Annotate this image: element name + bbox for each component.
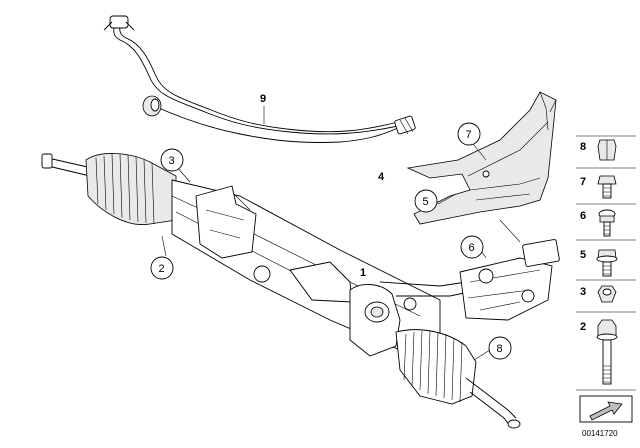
- svg-text:1: 1: [360, 267, 366, 279]
- fastener-sidebar: 8 7 6 5: [576, 135, 636, 438]
- hose-line-assembly[interactable]: [103, 15, 416, 143]
- reference-number: 00141720: [582, 429, 618, 438]
- svg-text:7: 7: [466, 129, 472, 141]
- heat-shield[interactable]: [406, 91, 557, 225]
- sidebar-item-8[interactable]: 8: [580, 139, 617, 161]
- sidebar-item-7[interactable]: 7: [580, 175, 617, 199]
- hex-bolt-icon: [597, 175, 617, 199]
- svg-text:7: 7: [580, 176, 586, 188]
- hex-nut-icon: [597, 285, 617, 303]
- cap-nut-icon: [597, 139, 617, 161]
- callout-4[interactable]: 4: [378, 171, 385, 183]
- callout-2[interactable]: 2: [150, 256, 174, 280]
- svg-text:8: 8: [580, 141, 586, 153]
- callout-3[interactable]: 3: [160, 148, 184, 172]
- svg-text:5: 5: [580, 249, 586, 261]
- collar-bolt-icon: [598, 209, 616, 237]
- svg-text:3: 3: [169, 155, 175, 167]
- svg-text:6: 6: [469, 242, 475, 254]
- sidebar-item-3[interactable]: 3: [580, 285, 617, 303]
- svg-text:6: 6: [580, 210, 586, 222]
- svg-text:2: 2: [580, 321, 586, 333]
- callout-7[interactable]: 7: [457, 122, 481, 146]
- steering-rack-housing[interactable]: [41, 153, 560, 429]
- svg-text:4: 4: [378, 171, 385, 183]
- svg-text:9: 9: [260, 93, 266, 105]
- callout-9[interactable]: 9: [260, 93, 266, 124]
- flange-bolt-icon: [596, 249, 618, 277]
- sidebar-item-6[interactable]: 6: [580, 209, 616, 237]
- svg-text:2: 2: [159, 263, 165, 275]
- callout-6[interactable]: 6: [460, 235, 484, 259]
- sidebar-item-2[interactable]: 2: [580, 319, 618, 385]
- callout-5[interactable]: 5: [414, 189, 438, 213]
- callout-1[interactable]: 1: [360, 267, 366, 279]
- svg-text:8: 8: [497, 343, 503, 355]
- long-bolt-icon: [596, 319, 618, 385]
- svg-text:5: 5: [423, 196, 429, 208]
- sidebar-item-5[interactable]: 5: [580, 249, 618, 277]
- callout-8[interactable]: 8: [488, 336, 512, 360]
- svg-text:3: 3: [580, 286, 586, 298]
- direction-arrow-icon: [579, 395, 633, 423]
